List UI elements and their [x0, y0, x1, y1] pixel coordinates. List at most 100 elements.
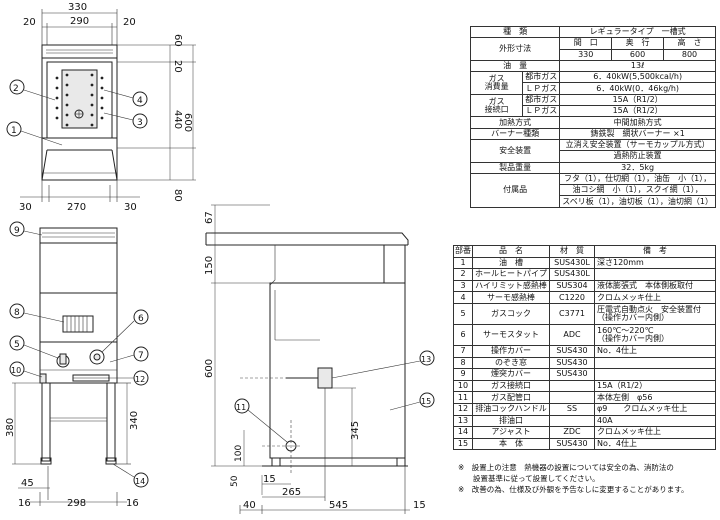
parts-row-material: SS	[549, 402, 595, 416]
parts-row-material: SUS430L	[549, 268, 595, 281]
spec-conn-lp-type: ＬＰガス	[522, 105, 561, 118]
parts-row-remark-line: 圧電式自動点火 安全装置付	[597, 304, 701, 314]
spec-gas-consumption-label: ガス 消費量	[469, 71, 524, 95]
parts-row-remark: 液体膨張式 本体側板取付	[594, 279, 716, 293]
parts-row-name: ガスコック	[472, 302, 550, 325]
dim-20-left: 20	[23, 17, 36, 28]
spec-safety-label: 安全装置	[469, 138, 561, 163]
spec-header-type: レギュラータイプ 一槽式	[559, 25, 716, 39]
spec-burner-value: 鋳鉄製 網状バーナー ×1	[559, 127, 716, 140]
parts-row-no: 14	[453, 426, 473, 439]
parts-row-name: サーモスタット	[472, 323, 550, 346]
callout-10: 10	[11, 366, 21, 375]
parts-row-remark	[594, 268, 716, 281]
parts-row-material: SUS430	[549, 437, 595, 451]
callout-2: 2	[13, 84, 19, 94]
dim-16-right: 16	[126, 498, 139, 509]
parts-row-material: SUS430	[549, 356, 595, 370]
dim-15-right: 15	[413, 500, 426, 511]
spec-size-height: 800	[663, 48, 716, 61]
parts-row-no: 8	[453, 356, 473, 370]
parts-row-material: ZDC	[549, 426, 595, 439]
spec-gas-city: 都市ガス	[522, 71, 561, 84]
dim-67: 67	[204, 211, 215, 224]
parts-row-remark-line: （操作カバー内側）	[597, 312, 669, 322]
spec-header-kind: 種 類	[469, 25, 561, 39]
parts-row-no: 4	[453, 291, 473, 304]
parts-header-material: 材 質	[549, 245, 595, 258]
spec-heating-value: 中間加熱方式	[559, 116, 716, 129]
dim-600-front: 600	[182, 113, 193, 132]
parts-row-remark: クロムメッキ仕上	[594, 426, 716, 439]
dim-16-left: 16	[18, 498, 31, 509]
dim-340-stand: 340	[129, 411, 140, 430]
callout-6: 6	[138, 314, 144, 324]
parts-row-remark	[594, 368, 716, 381]
parts-row-name: のぞき窓	[472, 356, 550, 370]
note-1: ※ 設置上の注意 熱機器の設置については安全の為、消防法の	[458, 463, 674, 472]
parts-row-name: 操作カバー	[472, 344, 550, 358]
dim-345: 345	[350, 421, 361, 440]
callout-14: 14	[135, 477, 145, 486]
dim-45: 45	[21, 478, 34, 489]
parts-row-name: 油 槽	[472, 256, 550, 270]
dim-20-right: 20	[123, 17, 136, 28]
spec-accessories-1: フタ（1），仕切網（1），油缶 小（1），	[559, 172, 716, 186]
spec-size-label: 外形寸法	[469, 37, 561, 61]
parts-row-remark: 深さ120mm	[594, 256, 716, 270]
dim-100: 100	[234, 445, 244, 462]
parts-row-name: ガス接続口	[472, 379, 550, 393]
spec-heating-label: 加熱方式	[469, 116, 561, 129]
spec-oil-label: 油 量	[469, 59, 561, 73]
dim-330: 330	[68, 2, 87, 13]
notes: ※ 設置上の注意 熱機器の設置については安全の為、消防法の 設置基準に従って設置…	[458, 462, 718, 495]
parts-row-remark: No．4仕上	[594, 437, 716, 451]
parts-row-name: ホールヒートパイプ	[472, 268, 550, 281]
callout-12: 12	[135, 375, 145, 384]
callout-5: 5	[14, 340, 20, 350]
parts-row-name: ガス配管口	[472, 391, 550, 404]
spec-safety-value-1: 立消え安全装置（サーモカップル方式）	[559, 138, 716, 152]
dim-380: 380	[5, 418, 16, 437]
parts-row-material: ADC	[549, 323, 595, 346]
spec-connection-lp: 15A（R1/2）	[559, 105, 716, 118]
front-view-stand: 380 340 45 16 298 16	[5, 227, 140, 509]
parts-row-name: サーモ感熱棒	[472, 291, 550, 304]
spec-size-head-depth: 奥 行	[611, 37, 664, 50]
side-view: 67 150 600 100 50 345 15 265 40 545 15	[204, 204, 426, 514]
spec-weight-value: 32．5kg	[559, 161, 716, 174]
dim-40: 40	[243, 500, 256, 511]
parts-row-no: 5	[453, 302, 473, 325]
spec-weight-label: 製品重量	[469, 161, 561, 174]
callout-4: 4	[137, 96, 143, 106]
parts-row-remark-line: （操作カバー内側）	[597, 333, 669, 343]
parts-row-remark: No．4仕上	[594, 344, 716, 358]
spec-size-depth: 600	[611, 48, 664, 61]
parts-row-remark: 40A	[594, 414, 716, 428]
parts-row-name: アジャスト	[472, 426, 550, 439]
callout-11: 11	[236, 403, 246, 412]
dim-600-side: 600	[204, 359, 215, 378]
spec-oil-value: 13ℓ	[559, 59, 716, 73]
parts-row-no: 1	[453, 256, 473, 270]
spec-size-width: 330	[559, 48, 613, 61]
dim-150: 150	[204, 256, 215, 275]
parts-header-remark: 備 考	[594, 245, 716, 258]
dim-15-side: 15	[263, 474, 276, 485]
parts-row-material	[549, 391, 595, 404]
parts-row-remark: φ9 クロムメッキ仕上	[594, 402, 716, 416]
dim-298: 298	[67, 498, 86, 509]
callout-9: 9	[14, 226, 20, 236]
callouts-top: 2 1 4 3	[6, 79, 148, 146]
parts-row-remark	[594, 356, 716, 370]
parts-row-material	[549, 379, 595, 393]
dim-30-left: 30	[19, 202, 32, 213]
